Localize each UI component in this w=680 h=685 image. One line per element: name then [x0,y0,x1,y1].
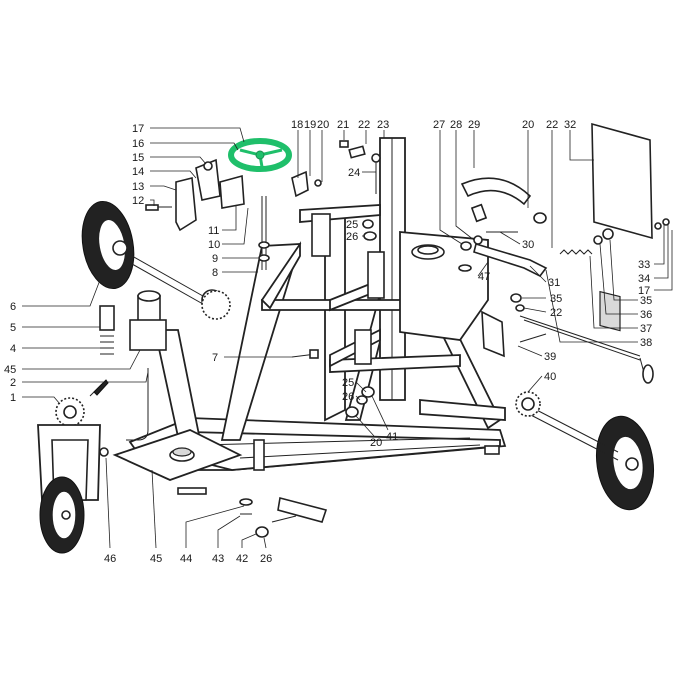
callout-44[interactable]: 44 [180,553,192,565]
callout-31[interactable]: 31 [548,277,560,289]
callout-28[interactable]: 28 [450,119,462,131]
callout-14[interactable]: 14 [132,166,144,178]
callout-26-bottom[interactable]: 26 [260,553,272,565]
callout-labels: 17 16 15 14 13 12 11 10 9 8 18 19 20 21 … [4,119,652,565]
callout-35-right[interactable]: 35 [640,295,652,307]
callout-45[interactable]: 45 [4,364,16,376]
callout-25[interactable]: 25 [346,219,358,231]
callout-20-lower[interactable]: 20 [370,437,382,449]
callout-32[interactable]: 32 [564,119,576,131]
callout-12[interactable]: 12 [132,195,144,207]
callout-29[interactable]: 29 [468,119,480,131]
callout-1[interactable]: 1 [10,392,16,404]
callout-4[interactable]: 4 [10,343,16,355]
callout-22-mid[interactable]: 22 [550,307,562,319]
callout-7[interactable]: 7 [212,352,218,364]
callout-6[interactable]: 6 [10,301,16,313]
callout-10[interactable]: 10 [208,239,220,251]
callout-19[interactable]: 19 [304,119,316,131]
callout-38[interactable]: 38 [640,337,652,349]
right-wheel [515,391,654,511]
callout-43[interactable]: 43 [212,553,224,565]
callout-18[interactable]: 18 [291,119,303,131]
callout-21[interactable]: 21 [337,119,349,131]
callout-17[interactable]: 17 [132,123,144,135]
callout-45-bottom[interactable]: 45 [150,553,162,565]
callout-15[interactable]: 15 [132,152,144,164]
callout-20-right[interactable]: 20 [522,119,534,131]
left-wheel [81,200,231,320]
callout-25-lower[interactable]: 25 [342,377,354,389]
small-parts [99,122,670,538]
callout-9[interactable]: 9 [212,253,218,265]
steering-shaft [145,158,270,270]
callout-11[interactable]: 11 [208,225,219,237]
caster-wheel [37,379,109,554]
callout-42[interactable]: 42 [236,553,248,565]
callout-47[interactable]: 47 [478,271,490,283]
callout-33[interactable]: 33 [638,259,650,271]
callout-30[interactable]: 30 [522,239,534,251]
callout-8[interactable]: 8 [212,267,218,279]
base-plate [112,429,243,481]
callout-26[interactable]: 26 [346,231,358,243]
callout-40[interactable]: 40 [544,371,556,383]
callout-36[interactable]: 36 [640,309,652,321]
callout-23[interactable]: 23 [377,119,389,131]
callout-26-lower[interactable]: 26 [342,391,354,403]
callout-5[interactable]: 5 [10,322,16,334]
callout-13[interactable]: 13 [132,181,144,193]
callout-35[interactable]: 35 [550,293,562,305]
callout-22-right[interactable]: 22 [546,119,558,131]
callout-46[interactable]: 46 [104,553,116,565]
callout-27[interactable]: 27 [433,119,445,131]
callout-34[interactable]: 34 [638,273,650,285]
callout-22[interactable]: 22 [358,119,370,131]
leader-lines [22,127,673,549]
callout-16[interactable]: 16 [132,138,144,150]
callout-2[interactable]: 2 [10,377,16,389]
steering-wheel[interactable] [228,138,292,172]
callout-39[interactable]: 39 [544,351,556,363]
callout-41[interactable]: 41 [386,431,398,443]
callout-17-right[interactable]: 17 [638,285,650,297]
callout-20[interactable]: 20 [317,119,329,131]
callout-24[interactable]: 24 [348,167,360,179]
callout-37[interactable]: 37 [640,323,652,335]
